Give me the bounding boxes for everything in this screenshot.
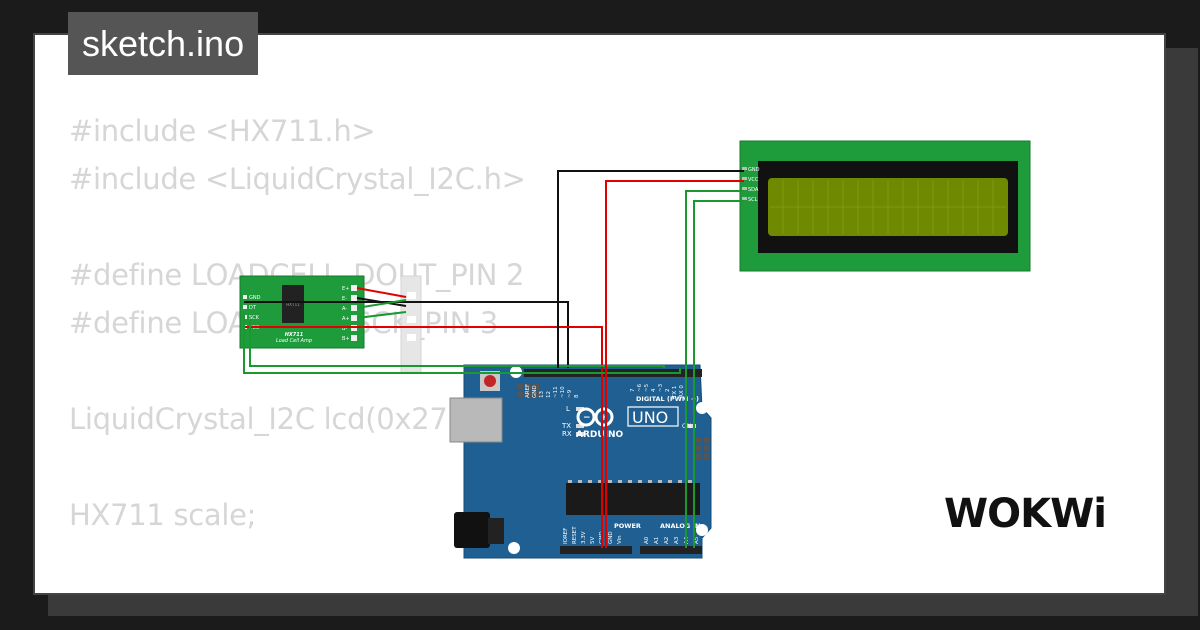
code-line: #include <LiquidCrystal_I2C.h> [69, 162, 526, 196]
pin-label: IOREF [563, 528, 569, 544]
hx711-pin-a-minus: A- [342, 306, 347, 312]
pin-label: ~3 [658, 383, 664, 392]
hx711-pin-b-plus: B+ [342, 336, 350, 342]
led-rx-label: RX [562, 430, 572, 438]
pin-label: AREF [525, 384, 531, 398]
arduino-uno[interactable]: L TX RX ON − + ARDUINO UNO DIGITAL (PWM … [449, 364, 712, 559]
digital-label: DIGITAL (PWM ~) [636, 395, 699, 403]
arduino-model: UNO [632, 408, 668, 427]
hx711-pin-sck: SCK [249, 315, 260, 321]
wokwi-logo: WOKWi [944, 491, 1107, 537]
usb-port [449, 397, 503, 443]
hx711-name: HX711 [285, 332, 303, 338]
pin-label: RESET [572, 526, 578, 544]
lcd-pin-sda: SDA [748, 187, 759, 193]
hx711-chip-label: HX711 [286, 302, 300, 307]
reset-button[interactable] [484, 375, 496, 387]
pin-label: 8 [574, 394, 580, 398]
hx711-pin-gnd: GND [249, 295, 261, 301]
pin-label: 13 [539, 391, 545, 398]
hx711-pin-dt: DT [249, 305, 257, 311]
wire-hx711-sck[interactable] [249, 320, 665, 368]
pin-label: A1 [654, 537, 660, 544]
wire-lcd-vcc[interactable] [605, 180, 744, 548]
wire-hx711-dt[interactable] [243, 312, 681, 374]
pin-label: ~10 [560, 386, 566, 398]
wire-lcd-gnd[interactable] [557, 170, 744, 368]
load-cell[interactable] [400, 275, 422, 373]
wires [243, 170, 744, 548]
wire-loadcell-black[interactable] [356, 297, 407, 307]
wire-lcd-sda[interactable] [685, 190, 744, 548]
hx711-subtitle: Load Cell Amp [276, 338, 312, 344]
pin-label: ~6 [637, 383, 643, 392]
analog-label: ANALOG IN [660, 522, 700, 530]
svg-text:−: − [583, 413, 591, 423]
lcd-pin-scl: SCL [748, 197, 758, 203]
wire-loadcell-green2[interactable] [356, 311, 407, 319]
wire-loadcell-green[interactable] [356, 299, 407, 309]
led-tx-label: TX [561, 422, 571, 430]
preview-card: #include <HX711.h> #include <LiquidCrysta… [33, 33, 1166, 595]
lcd-pin-vcc: VCC [748, 177, 759, 183]
code-line: #include <HX711.h> [69, 114, 376, 148]
pin-label: GND [608, 531, 614, 544]
lcd-pin-gnd: GND [748, 167, 760, 173]
svg-text:+: + [600, 413, 608, 423]
pin-label: Vin [617, 535, 623, 544]
hx711-pin-a-plus: A+ [342, 316, 350, 322]
pin-label: TX 1 [672, 386, 678, 399]
pin-label: ~5 [644, 383, 650, 392]
pin-label: 12 [546, 391, 552, 398]
hx711-pin-e-plus: E+ [342, 286, 349, 292]
led-l-label: L [566, 405, 570, 413]
window-title: sketch.ino [68, 12, 259, 75]
pin-label: A5 [694, 536, 700, 544]
code-line: HX711 scale; [69, 498, 257, 532]
pin-label: 5V [590, 537, 596, 544]
pin-label: 2 [665, 389, 671, 393]
wokwi-logo-text: WOKWi [944, 491, 1106, 537]
lcd-display[interactable]: GND VCC SDA SCL [739, 140, 1031, 272]
pin-label: 3.3V [581, 531, 587, 544]
wire-hx711-vcc[interactable] [244, 326, 603, 548]
arduino-infinity-icon [576, 407, 614, 427]
power-jack [454, 512, 490, 548]
pin-label: 7 [630, 388, 636, 392]
arduino-brand: ARDUINO [576, 430, 624, 440]
pin-label: A2 [664, 537, 670, 544]
pin-label: ~9 [567, 389, 573, 398]
pin-label: A0 [644, 536, 650, 544]
circuit-diagram: GND VCC SDA SCL HX711 GND DT SCK VC [239, 140, 1031, 559]
pin-label: GND [532, 385, 538, 398]
wire-hx711-gnd[interactable] [244, 301, 569, 368]
hx711-module[interactable]: HX711 GND DT SCK VCC E+ E- A- A+ B- B+ H… [239, 275, 365, 349]
wire-loadcell-red[interactable] [356, 287, 407, 298]
power-label: POWER [614, 522, 641, 530]
pin-label: RX 0 [679, 385, 685, 398]
hx711-pin-e-minus: E- [342, 296, 347, 302]
pin-label: ~11 [553, 386, 559, 398]
hx711-pin-b-minus: B- [342, 326, 347, 332]
pin-label: 4 [651, 388, 657, 392]
pin-label: A3 [674, 536, 680, 544]
wire-lcd-scl[interactable] [693, 200, 744, 548]
